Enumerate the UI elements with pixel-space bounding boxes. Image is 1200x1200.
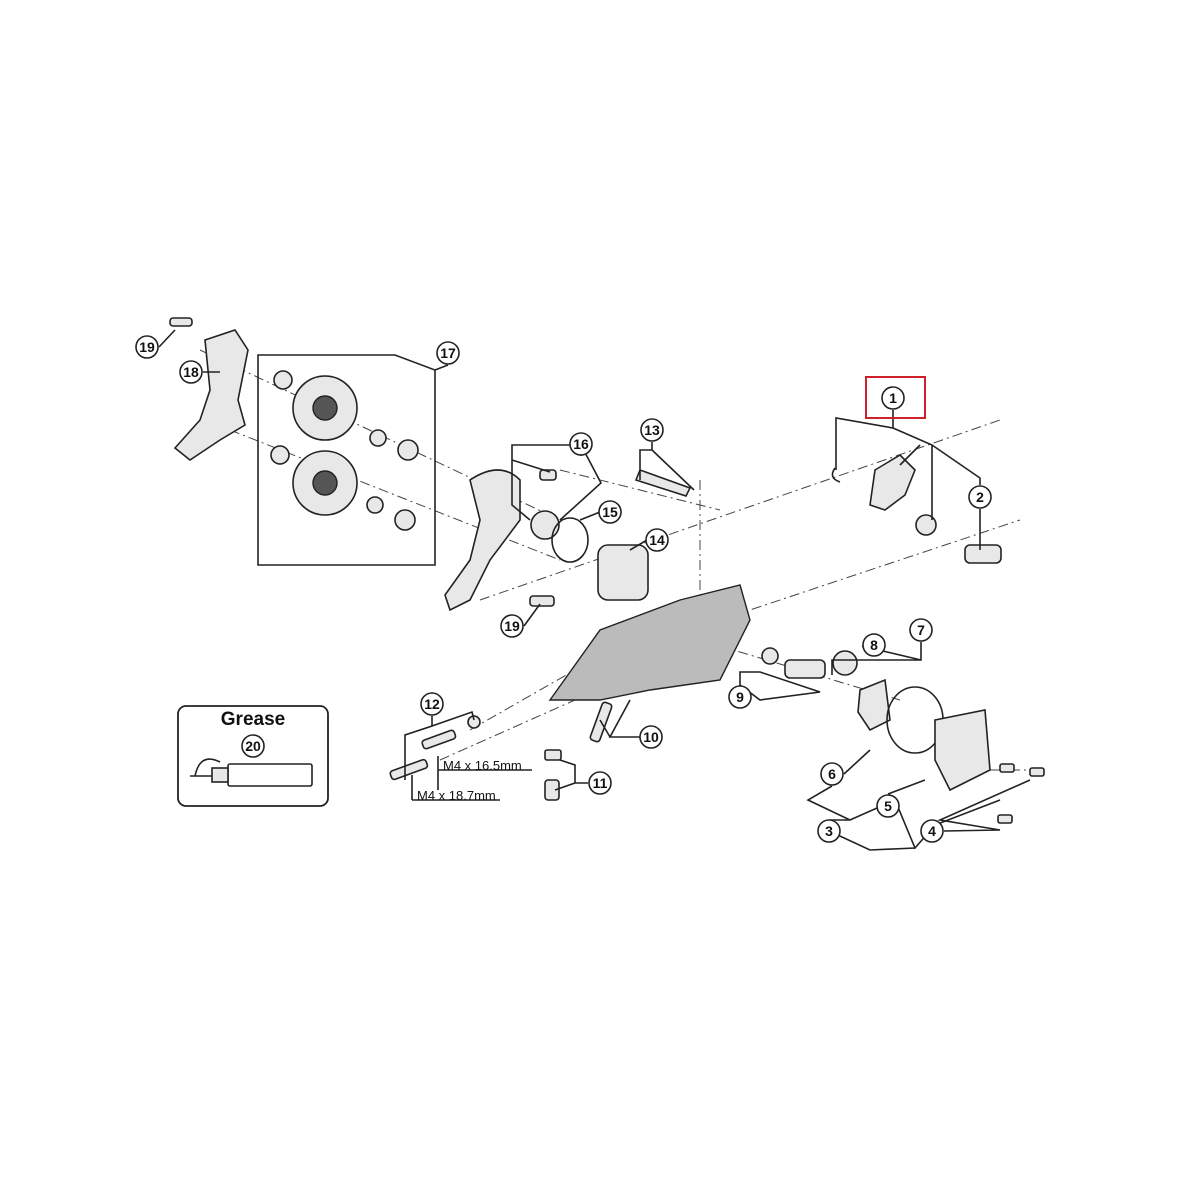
callout-18[interactable]: 18	[179, 360, 203, 384]
callout-8[interactable]: 8	[862, 633, 886, 657]
svg-text:9: 9	[736, 689, 744, 705]
callout-12[interactable]: 12	[420, 692, 444, 716]
callout-19-top[interactable]: 19	[135, 335, 159, 359]
derailleur-body-part	[548, 584, 751, 701]
svg-text:12: 12	[424, 696, 440, 712]
callout-4[interactable]: 4	[920, 819, 944, 843]
svg-text:15: 15	[602, 504, 618, 520]
callout-17[interactable]: 17	[436, 341, 460, 365]
svg-text:14: 14	[649, 532, 665, 548]
callout-9[interactable]: 9	[728, 685, 752, 709]
callout-3[interactable]: 3	[817, 819, 841, 843]
screws-parts	[389, 701, 613, 801]
callout-16[interactable]: 16	[569, 432, 593, 456]
cable-fixing-part	[634, 468, 692, 497]
grease-tube-icon	[190, 758, 313, 787]
svg-text:17: 17	[440, 345, 456, 361]
bolt-label-short: M4 x 16.5mm	[443, 758, 522, 773]
svg-text:4: 4	[928, 823, 936, 839]
svg-text:13: 13	[644, 422, 660, 438]
svg-text:6: 6	[828, 766, 836, 782]
svg-text:8: 8	[870, 637, 878, 653]
pin-bolt-part	[169, 317, 193, 327]
leader-lines	[158, 329, 1031, 851]
callout-11[interactable]: 11	[588, 771, 612, 795]
inner-plate-part	[173, 329, 249, 461]
callout-5[interactable]: 5	[876, 794, 900, 818]
callout-6[interactable]: 6	[820, 762, 844, 786]
callout-1[interactable]: 1	[881, 386, 905, 410]
svg-text:16: 16	[573, 436, 589, 452]
callout-14[interactable]: 14	[645, 528, 669, 552]
spring-parts	[529, 469, 649, 607]
bracket-axle-parts	[831, 453, 1002, 564]
svg-text:18: 18	[183, 364, 199, 380]
svg-text:2: 2	[976, 489, 984, 505]
highlight-box	[865, 376, 926, 419]
svg-text:7: 7	[917, 622, 925, 638]
svg-text:3: 3	[825, 823, 833, 839]
svg-text:19: 19	[139, 339, 155, 355]
svg-text:1: 1	[889, 390, 897, 406]
grease-title: Grease	[221, 709, 285, 730]
callout-15[interactable]: 15	[598, 500, 622, 524]
svg-text:10: 10	[643, 729, 659, 745]
callout-13[interactable]: 13	[640, 418, 664, 442]
pulley-set-parts	[270, 370, 419, 531]
b-axle-parts	[761, 647, 1045, 824]
callout-7[interactable]: 7	[909, 618, 933, 642]
bolt-label-long: M4 x 18.7mm	[417, 788, 496, 803]
svg-text:20: 20	[245, 738, 261, 754]
svg-text:11: 11	[593, 775, 608, 791]
callout-20[interactable]: 20	[241, 734, 265, 758]
callout-19-bottom[interactable]: 19	[500, 614, 524, 638]
outer-plate-part	[444, 469, 521, 612]
callout-2[interactable]: 2	[968, 485, 992, 509]
svg-text:19: 19	[504, 618, 520, 634]
callout-10[interactable]: 10	[639, 725, 663, 749]
svg-text:5: 5	[884, 798, 892, 814]
